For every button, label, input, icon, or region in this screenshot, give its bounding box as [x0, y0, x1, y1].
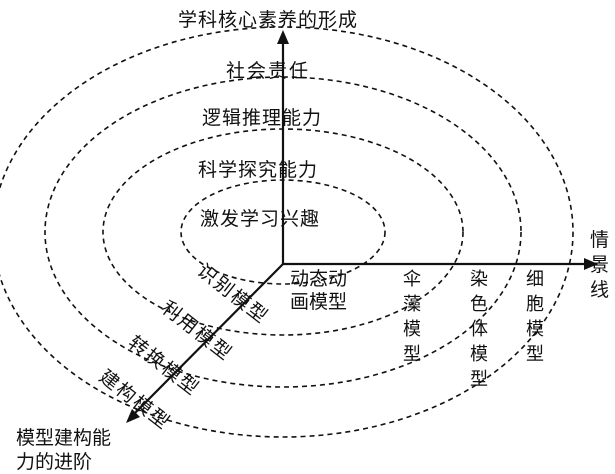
ring-4: [0, 26, 574, 438]
chromosome-char: 染: [470, 269, 488, 290]
umbrella-algae-char: 型: [403, 344, 421, 365]
diagonal-axis-label-1: 模型建构能: [16, 427, 111, 449]
horizontal-axis-label-2: 景: [590, 254, 609, 276]
horizontal-axis-label-1: 情: [590, 229, 609, 251]
cell-model-char: 型: [526, 344, 544, 365]
cell-model-char: 胞: [526, 294, 544, 315]
umbrella-algae-char: 伞: [403, 269, 421, 290]
context-model-umbrella-algae: 伞 藻 模 型: [403, 269, 421, 365]
ring-label-interest: 激发学习兴趣: [200, 208, 320, 230]
context-model-animation-line-1: 动态动: [290, 268, 347, 290]
stage-recognize-model: 识别模型: [193, 260, 273, 329]
ring-label-reasoning: 逻辑推理能力: [202, 107, 322, 129]
chromosome-char: 体: [470, 319, 488, 340]
cell-model-char: 模: [526, 319, 544, 340]
vertical-axis-label: 学科核心素养的形成: [178, 9, 358, 31]
umbrella-algae-char: 模: [403, 319, 421, 340]
diagonal-arrow-icon: [126, 409, 140, 423]
context-model-chromosome: 染 色 体 模 型: [470, 269, 488, 390]
umbrella-algae-char: 藻: [403, 294, 421, 315]
horizontal-arrow-icon: [584, 258, 598, 270]
context-model-cell: 细 胞 模 型: [526, 269, 544, 365]
context-model-animation: 动态动 画模型: [290, 268, 347, 313]
context-model-animation-line-2: 画模型: [290, 291, 347, 313]
chromosome-char: 模: [470, 344, 488, 365]
cell-model-char: 细: [526, 269, 544, 290]
diagonal-axis-label-2: 力的进阶: [16, 451, 92, 473]
chromosome-char: 色: [470, 294, 488, 315]
ring-label-responsibility: 社会责任: [226, 60, 310, 82]
ring-label-inquiry: 科学探究能力: [198, 159, 318, 181]
horizontal-axis-label-3: 线: [590, 279, 609, 301]
diagonal-axis: [134, 263, 284, 414]
vertical-arrow-icon: [277, 30, 289, 44]
chromosome-char: 型: [470, 369, 488, 390]
ring-3: [44, 76, 522, 388]
